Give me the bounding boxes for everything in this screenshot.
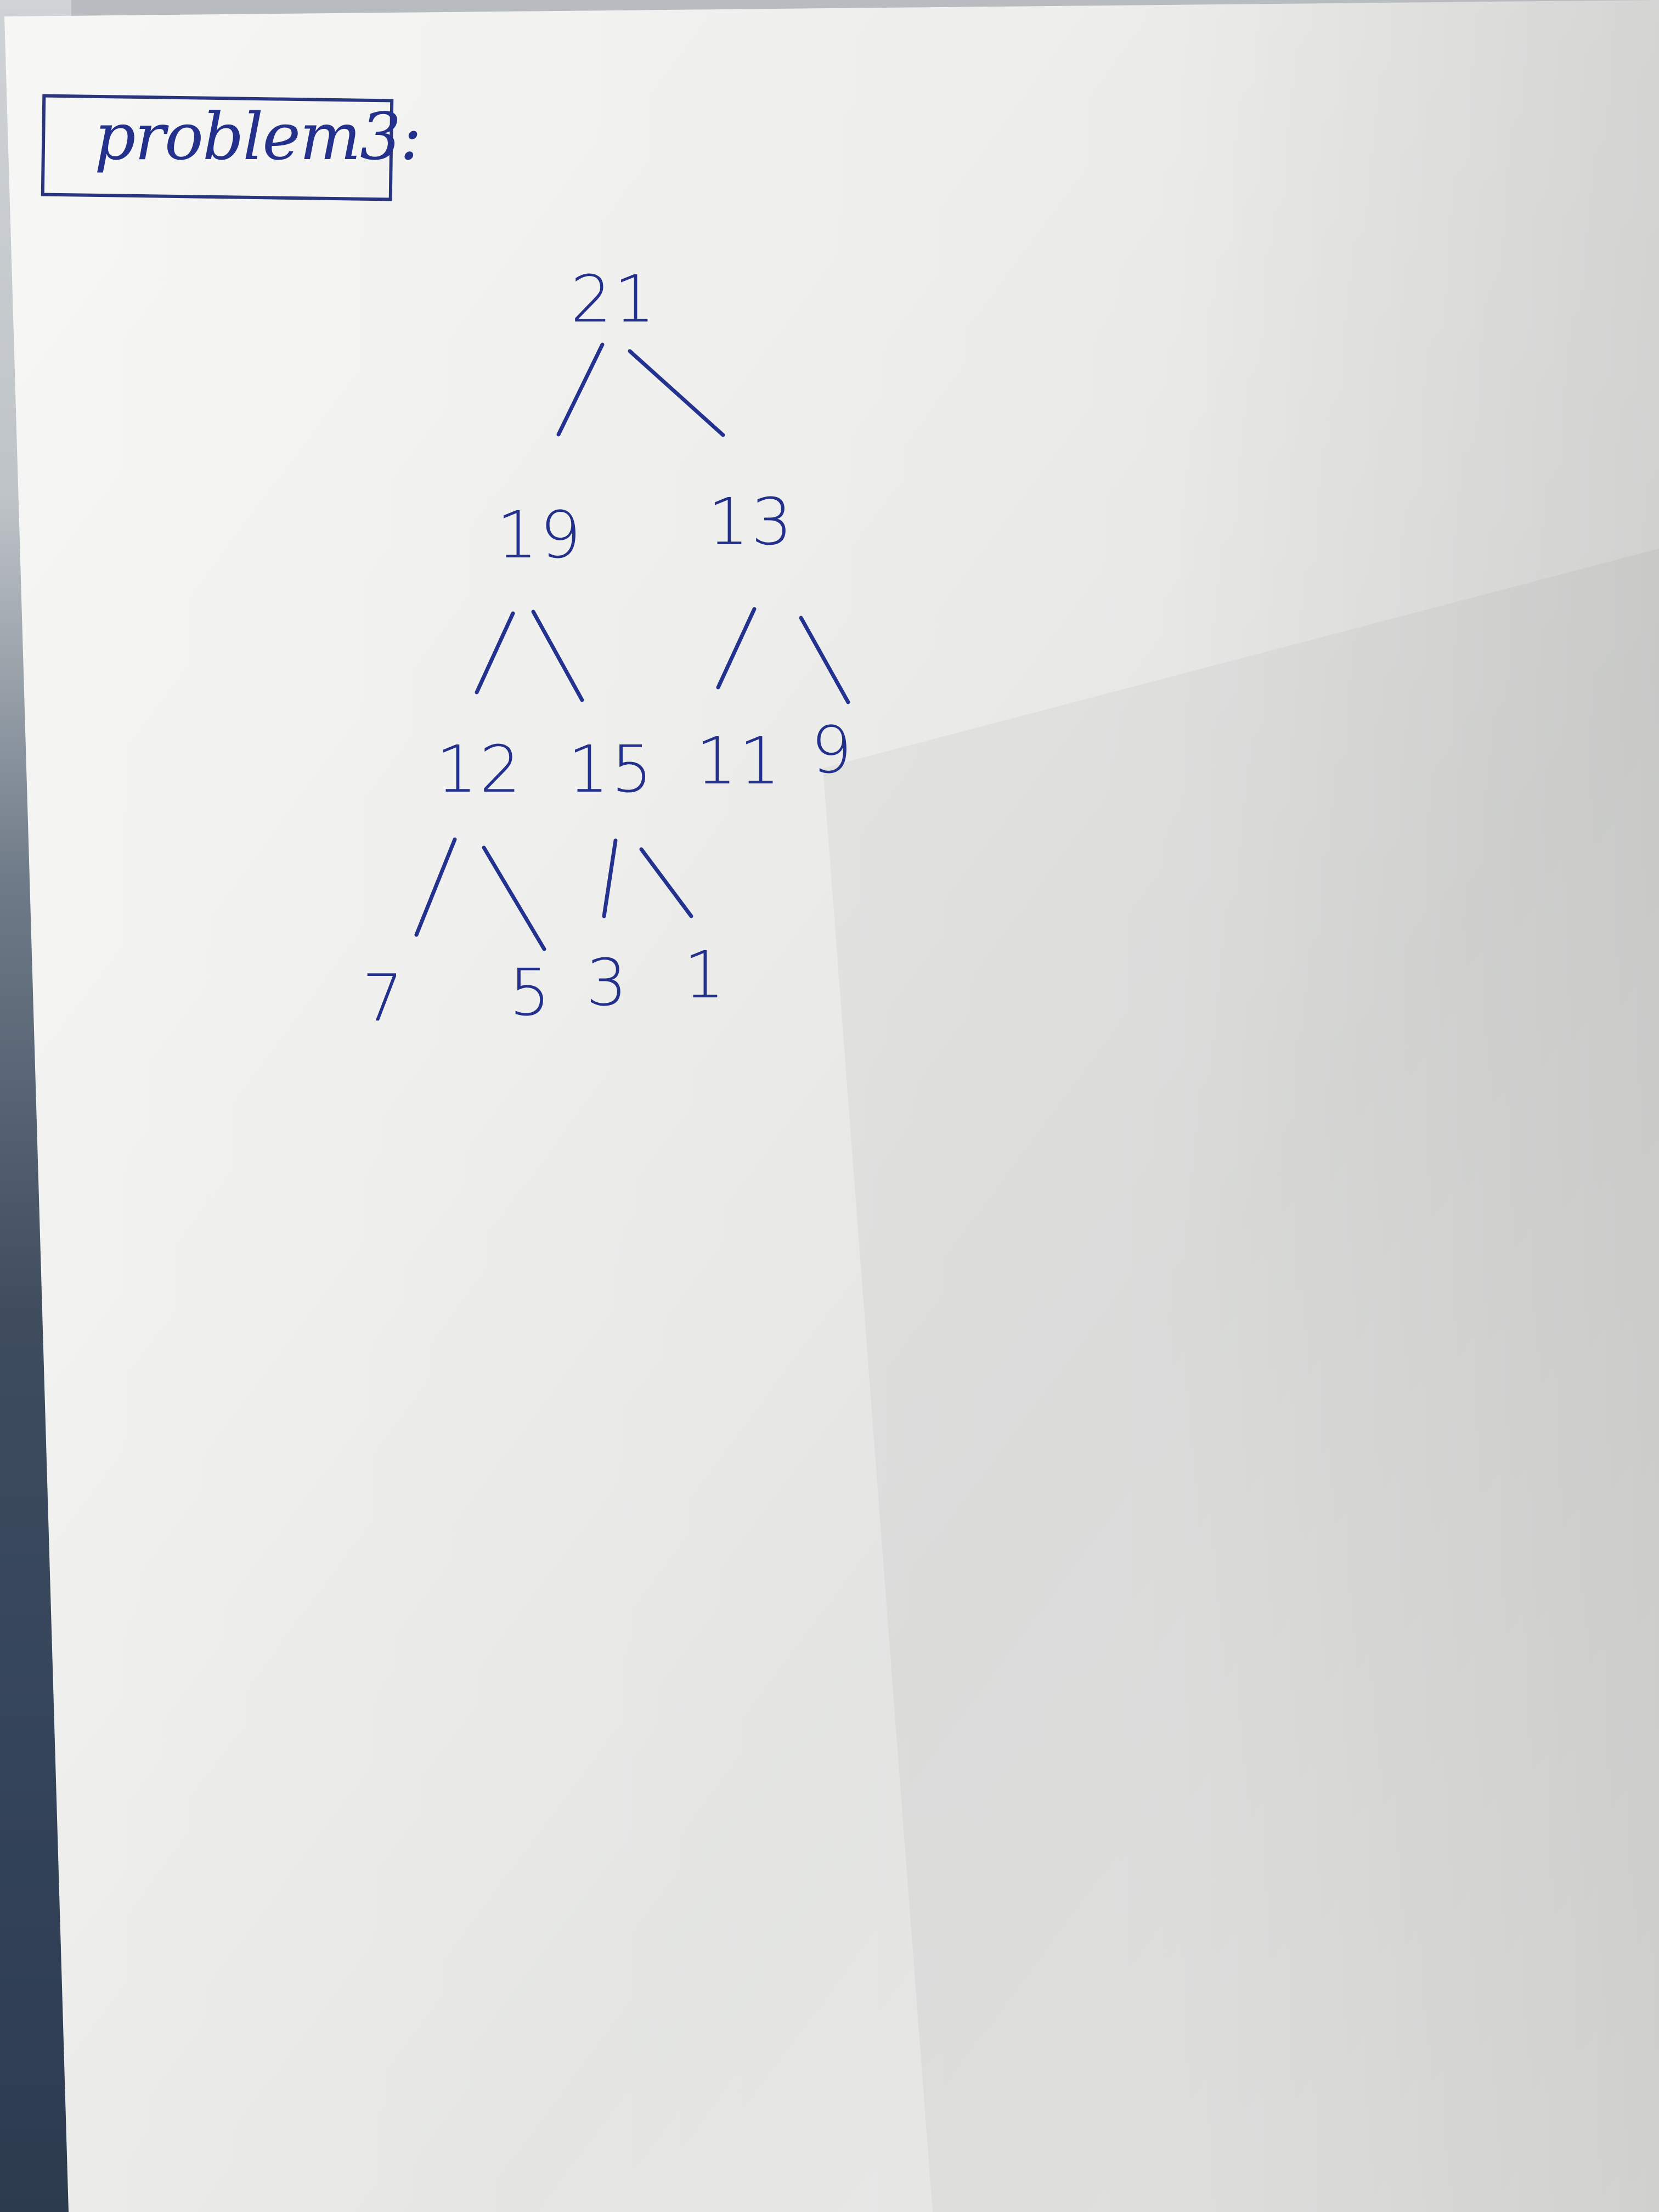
node-level3-3: 3 bbox=[586, 945, 630, 1020]
edge-12-5 bbox=[482, 845, 546, 951]
edge-21-13 bbox=[628, 349, 725, 437]
edge-13-9 bbox=[799, 616, 850, 704]
node-level3-1: 7 bbox=[362, 960, 406, 1036]
edge-19-15 bbox=[531, 610, 584, 702]
edge-21-19 bbox=[556, 342, 605, 437]
edge-19-12 bbox=[475, 611, 515, 695]
heading-text: problem3: bbox=[94, 99, 422, 174]
node-level2-4: 9 bbox=[811, 712, 855, 788]
edge-15-1 bbox=[639, 847, 693, 918]
node-level3-2: 5 bbox=[509, 955, 553, 1030]
node-level2-3: 11 bbox=[696, 723, 783, 799]
node-level2-2: 15 bbox=[568, 731, 655, 807]
tree-edges bbox=[414, 342, 850, 951]
node-level1-right: 13 bbox=[708, 484, 795, 560]
node-level3-4: 1 bbox=[684, 937, 727, 1013]
node-level2-1: 12 bbox=[436, 731, 523, 807]
edge-13-11 bbox=[716, 607, 757, 690]
edge-12-7 bbox=[414, 837, 457, 937]
edge-15-3 bbox=[602, 838, 618, 918]
node-root: 21 bbox=[571, 261, 658, 337]
node-level1-left: 19 bbox=[496, 497, 584, 573]
